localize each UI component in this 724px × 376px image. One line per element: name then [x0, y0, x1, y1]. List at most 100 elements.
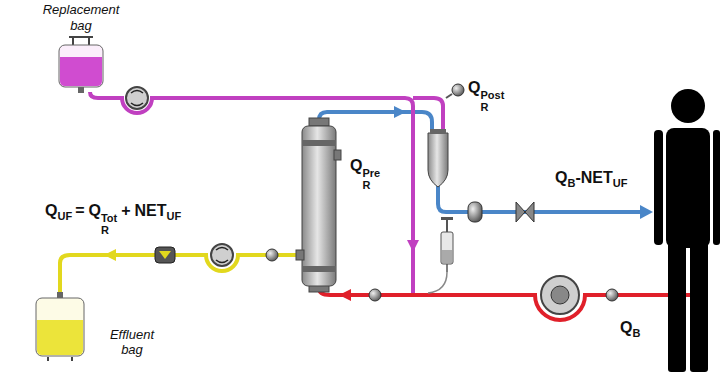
replacement-pump [126, 87, 148, 109]
flow-label: Q [45, 202, 57, 219]
flow-label: Q [555, 169, 567, 186]
flow-label: Q [468, 79, 480, 96]
heparin-syringe [428, 272, 447, 293]
replacement-line [413, 98, 443, 133]
arterial-line [319, 288, 700, 320]
sub-superscript: PostR [480, 90, 504, 113]
venous-line [319, 106, 653, 219]
blood-pump [541, 276, 579, 314]
heparin-syringe [428, 217, 453, 293]
replacement-pump [131, 91, 143, 106]
effluent-pump [211, 244, 233, 266]
replacement-bag [78, 87, 84, 93]
blood-pump [541, 276, 579, 314]
hemofilter [302, 140, 336, 146]
pressure-sensor [266, 249, 278, 261]
bag-label: Replacement bag [35, 2, 127, 35]
blood-leak-detector [155, 247, 175, 263]
effluent-bag [48, 357, 72, 361]
flow-label: Q [620, 319, 632, 336]
replacement-bag [69, 37, 93, 45]
flow-label: NET [135, 202, 167, 219]
venous-line [394, 106, 406, 118]
hemofilter [302, 266, 336, 272]
effluent-line [104, 249, 116, 261]
patient-figure [654, 89, 720, 372]
effluent-pump [216, 248, 228, 263]
flow-label: Tot [101, 213, 117, 225]
flow-label: -NET [575, 169, 612, 186]
effluent-bag [36, 298, 84, 356]
bag-label: Effluent bag [98, 327, 166, 362]
patient-figure [671, 89, 705, 123]
heparin-syringe [441, 232, 453, 264]
heparin-syringe [441, 217, 453, 220]
patient-figure [690, 240, 708, 372]
flow-label: = [75, 202, 84, 219]
flow-rate-label: QB [620, 318, 640, 340]
flow-label: UF [613, 177, 628, 189]
flow-label: UF [167, 210, 182, 222]
effluent-bag [37, 320, 83, 355]
venous-clamp [516, 202, 534, 222]
drip-chamber [430, 129, 446, 134]
hemofilter [296, 250, 304, 260]
drip-chamber [428, 129, 448, 187]
effluent-line [60, 249, 302, 292]
flow-label: Q [88, 202, 100, 219]
flow-rate-label: QPostR [468, 78, 504, 113]
replacement-line [90, 92, 413, 293]
hemofilter [334, 150, 341, 160]
hemofilter [302, 126, 336, 286]
pressure-sensor [446, 94, 452, 98]
flow-label: B [567, 177, 575, 189]
pressure-sensor [369, 289, 381, 301]
flow-label: R [362, 180, 380, 192]
flow-label: R [480, 102, 504, 114]
drip-chamber [428, 133, 448, 187]
replacement-bag [60, 57, 102, 86]
pressure-sensor [606, 289, 618, 301]
patient-figure [666, 128, 710, 248]
arterial-line [339, 289, 351, 301]
patient-figure [668, 240, 686, 372]
heparin-syringe [442, 250, 452, 263]
flow-label: UF [57, 210, 72, 222]
heparin-syringe [446, 220, 448, 232]
flow-label: Pre [362, 168, 380, 180]
flow-label: R [101, 225, 117, 237]
flow-label: + [121, 202, 130, 219]
effluent-bag [28, 290, 92, 362]
effluent-bag: Effluent bag [28, 290, 166, 362]
blood-leak-detector [155, 247, 175, 263]
replacement-pump [126, 87, 148, 109]
replacement-line [407, 240, 419, 252]
replacement-bag: Replacement bag [35, 2, 127, 93]
effluent-pump [211, 244, 233, 266]
blood-leak-detector [159, 251, 171, 259]
arterial-line [319, 288, 700, 320]
flow-label: Q [350, 157, 362, 174]
blood-pump [551, 286, 569, 304]
replacement-line [90, 92, 443, 293]
patient-figure [713, 130, 720, 245]
replacement-bag [51, 35, 111, 93]
patient-figure [654, 130, 663, 245]
replacement-bag [59, 45, 103, 87]
venous-clamp [516, 202, 534, 222]
sub-superscript: TotR [101, 213, 117, 236]
effluent-line [60, 255, 302, 292]
sub-superscript: PreR [362, 168, 380, 191]
air-detector [468, 202, 482, 222]
flow-rate-label: QUF=QTotR+NETUF [45, 201, 181, 236]
pressure-sensor [266, 84, 618, 301]
air-detector [468, 202, 482, 222]
flow-label: B [632, 327, 640, 339]
heparin-syringe [446, 264, 448, 272]
pressure-sensor [452, 84, 464, 96]
flow-rate-label: QB-NETUF [555, 168, 627, 190]
venous-line [640, 205, 653, 219]
hemofilter [309, 118, 329, 126]
flow-rate-label: QPreR [350, 156, 380, 191]
